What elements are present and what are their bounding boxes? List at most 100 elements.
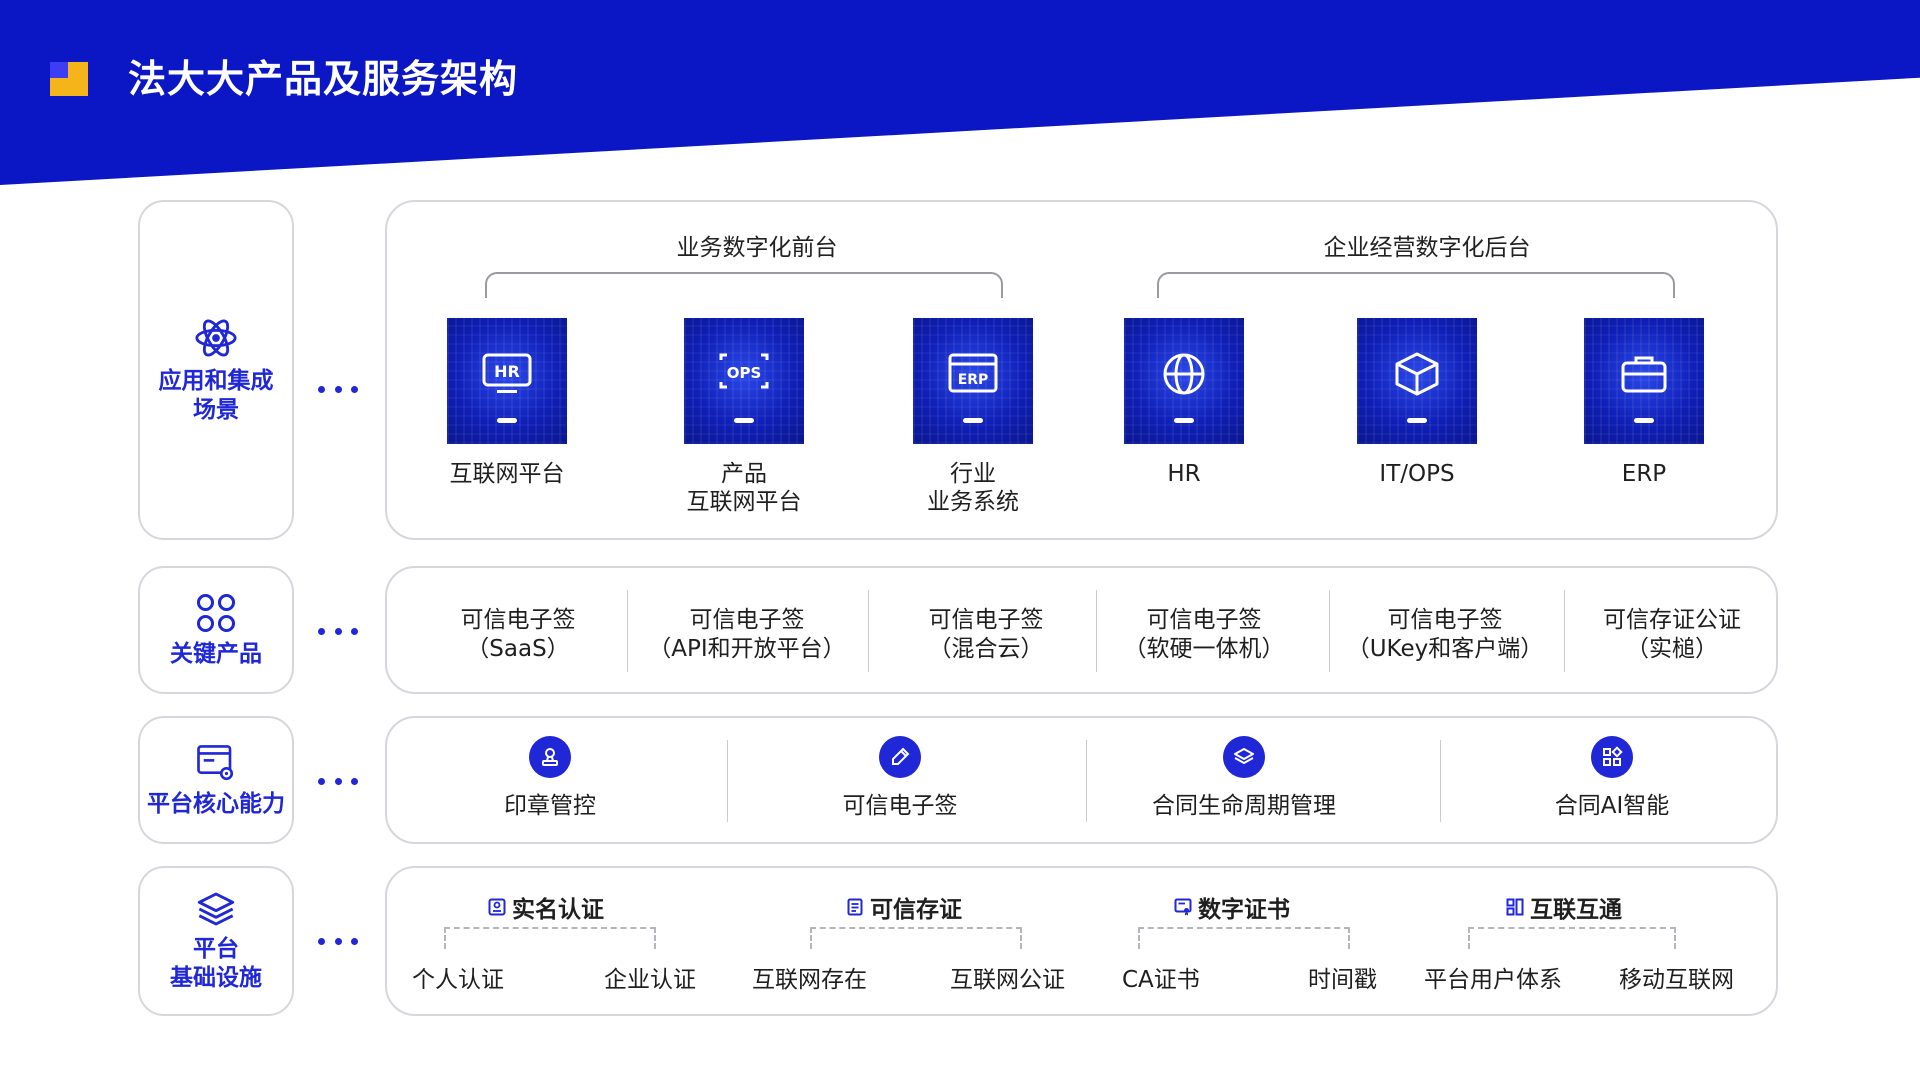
globe-icon: [1163, 353, 1205, 395]
capability-label: 合同AI智能: [1554, 793, 1670, 819]
stamp-icon: [529, 736, 571, 778]
divider: [1440, 740, 1441, 822]
row-label-text: 平台核心能力: [147, 790, 285, 817]
cube-icon: [1395, 352, 1439, 396]
tile-image: [1124, 318, 1244, 444]
app-label: 产品 互联网平台: [686, 461, 802, 515]
ellipsis-connector: [318, 936, 358, 946]
front-group-title: 业务数字化前台: [676, 235, 838, 261]
product-appliance[interactable]: 可信电子签 （软硬一体机）: [1123, 607, 1285, 662]
divider: [1564, 590, 1565, 672]
glyph-text: ERP: [958, 372, 989, 388]
back-group-bracket: [1157, 272, 1675, 298]
capability-label: 印章管控: [504, 793, 596, 819]
infra-group-title: 数字证书: [1198, 897, 1290, 923]
app-tile-internet-platform[interactable]: HR 互联网平台: [387, 318, 627, 488]
glyph-text: HR: [494, 362, 520, 381]
divider: [1096, 590, 1097, 672]
tile-image: [1357, 318, 1477, 444]
ops-monitor-icon: OPS: [719, 353, 769, 389]
capability-esign[interactable]: 可信电子签: [780, 736, 1020, 820]
layers-icon: [1223, 736, 1265, 778]
glyph-text: OPS: [727, 364, 762, 382]
infra-item[interactable]: 个人认证: [412, 967, 504, 993]
divider: [1329, 590, 1330, 672]
infra-bracket: [444, 927, 656, 949]
ellipsis-connector: [318, 384, 358, 394]
capability-label: 合同生命周期管理: [1152, 793, 1336, 819]
product-saas[interactable]: 可信电子签 （SaaS）: [460, 607, 576, 662]
apps-icon: [1591, 736, 1633, 778]
stack-icon: [197, 892, 235, 926]
hr-monitor-icon: HR: [482, 353, 532, 393]
tile-image: [1584, 318, 1704, 444]
infra-group-title: 可信存证: [870, 897, 962, 923]
core-panel: [385, 716, 1778, 844]
capability-contract-ai[interactable]: 合同AI智能: [1492, 736, 1732, 820]
infra-group-realname: 实名认证: [488, 890, 604, 924]
capability-seal-control[interactable]: 印章管控: [430, 736, 670, 820]
front-group-bracket: [485, 272, 1003, 298]
app-label: 互联网平台: [449, 461, 565, 487]
row-label-scenario: 应用和集成 场景: [138, 200, 294, 540]
ellipsis-connector: [318, 776, 358, 786]
infra-group-interconnect: 互联互通: [1506, 890, 1622, 924]
divider: [1086, 740, 1087, 822]
row-label-text: 平台 基础设施: [170, 936, 262, 991]
app-label: ERP: [1621, 461, 1667, 487]
row-label-core: 平台核心能力: [138, 716, 294, 844]
product-notary[interactable]: 可信存证公证 （实槌）: [1603, 607, 1741, 662]
product-ukey[interactable]: 可信电子签 （UKey和客户端）: [1346, 607, 1544, 662]
settings-window-icon: [197, 744, 234, 780]
page-title: 法大大产品及服务架构: [128, 57, 519, 101]
app-tile-erp[interactable]: ERP: [1524, 318, 1764, 488]
scenario-panel: 业务数字化前台 企业经营数字化后台 HR 互联网平台 OPS 产品 互联网平台: [385, 200, 1778, 540]
infra-bracket: [810, 927, 1022, 949]
app-label: 行业 业务系统: [927, 461, 1019, 515]
divider: [868, 590, 869, 672]
id-card-icon: [488, 898, 506, 916]
document-icon: [847, 898, 863, 916]
infra-item[interactable]: CA证书: [1122, 967, 1200, 993]
divider: [727, 740, 728, 822]
capability-label: 可信电子签: [842, 793, 958, 819]
row-label-text: 关键产品: [170, 640, 262, 667]
tile-image: HR: [447, 318, 567, 444]
grid-four-icon: [196, 593, 236, 632]
infra-item[interactable]: 互联网公证: [950, 967, 1065, 993]
infra-item[interactable]: 移动互联网: [1619, 967, 1734, 993]
app-tile-product-platform[interactable]: OPS 产品 互联网平台: [624, 318, 864, 516]
infra-bracket: [1138, 927, 1350, 949]
app-label: IT/OPS: [1379, 461, 1455, 487]
erp-window-icon: ERP: [948, 353, 998, 393]
divider: [627, 590, 628, 672]
infra-group-title: 互联互通: [1530, 897, 1622, 923]
capability-clm[interactable]: 合同生命周期管理: [1112, 736, 1376, 820]
briefcase-icon: [1621, 356, 1667, 393]
atom-icon: [195, 319, 237, 357]
infra-group-certificate: 数字证书: [1174, 890, 1290, 924]
infra-panel: [385, 866, 1778, 1016]
app-label: HR: [1167, 461, 1201, 487]
infra-item[interactable]: 平台用户体系: [1424, 967, 1562, 993]
infra-item[interactable]: 互联网存在: [752, 967, 867, 993]
app-tile-hr[interactable]: HR: [1064, 318, 1304, 488]
key-products-panel: [385, 566, 1778, 694]
row-label-key-products: 关键产品: [138, 566, 294, 694]
row-label-text: 应用和集成 场景: [158, 368, 274, 423]
ellipsis-connector: [318, 626, 358, 636]
app-tile-industry-system[interactable]: ERP 行业 业务系统: [853, 318, 1093, 516]
row-label-infra: 平台 基础设施: [138, 866, 294, 1016]
pen-sign-icon: [879, 736, 921, 778]
infra-bracket: [1468, 927, 1676, 949]
app-tile-it-ops[interactable]: IT/OPS: [1297, 318, 1537, 488]
product-api[interactable]: 可信电子签 （API和开放平台）: [648, 607, 846, 662]
infra-group-title: 实名认证: [512, 897, 604, 923]
infra-group-evidence: 可信存证: [846, 890, 962, 924]
certificate-icon: [1174, 898, 1192, 916]
back-group-title: 企业经营数字化后台: [1323, 235, 1531, 261]
connect-icon: [1506, 898, 1524, 916]
infra-item[interactable]: 企业认证: [604, 967, 696, 993]
product-hybrid-cloud[interactable]: 可信电子签 （混合云）: [928, 607, 1044, 662]
infra-item[interactable]: 时间戳: [1308, 967, 1377, 993]
